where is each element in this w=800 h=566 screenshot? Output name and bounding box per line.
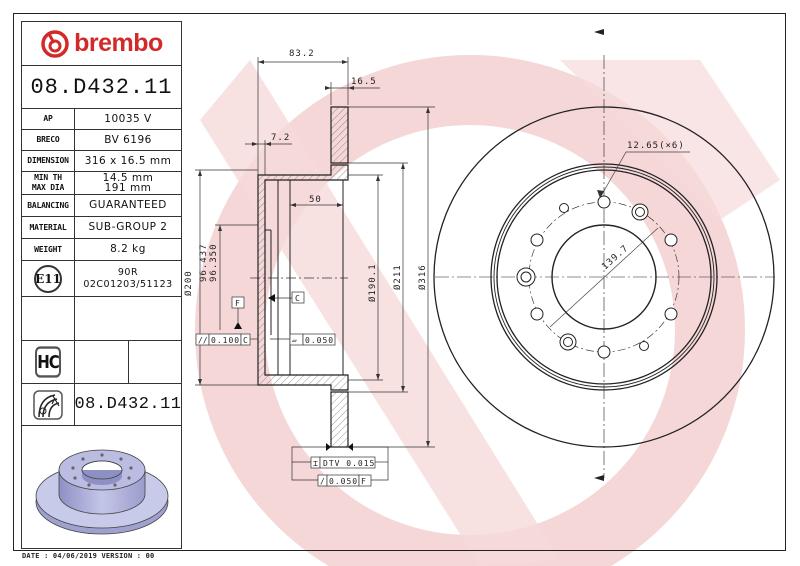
spec-table: brembo 08.D432.11 AP 10035 V BRECO BV 61… [13, 13, 182, 551]
e11-approval-icon: E11 [34, 264, 62, 293]
flatness-value: 0.050 [305, 336, 334, 345]
dim-dia-96-upper: 96.437 [199, 243, 209, 282]
brembo-logo-icon [41, 29, 69, 58]
datum-f: F [235, 299, 240, 308]
bolt-hole-callout: 12.65(×6) [627, 141, 685, 151]
flatness-symbol: ▱ [292, 336, 297, 345]
disc-3d-render [21, 425, 182, 549]
runout-symbol: / [320, 477, 325, 486]
disc-3d-image [35, 449, 168, 535]
brake-disc-icon [33, 389, 63, 420]
runout-value: 0.050 [329, 477, 358, 486]
footer-date-version: DATE : 04/06/2019 VERSION : 00 [22, 552, 155, 560]
spec-label-min-th: MIN TH [34, 173, 62, 182]
drawing-frame [13, 13, 786, 551]
approval-regulation: 90R [117, 266, 139, 278]
parallelism-value: 0.100 [211, 336, 240, 345]
approval-icon-cell: E11 [21, 260, 75, 297]
runout-datum: F [361, 477, 366, 486]
spec-value-max-dia: 191 mm [104, 182, 152, 194]
dim-hat-wall: 7.2 [271, 133, 290, 143]
dim-dia-200: Ø200 [183, 270, 194, 296]
dim-inner-depth: 50 [309, 195, 322, 205]
approval-number: 02C01203/51123 [83, 278, 173, 290]
part-number: 08.D432.11 [30, 74, 173, 100]
dim-dia-190: Ø190.1 [367, 263, 378, 302]
hc-icon: HC [35, 346, 61, 378]
parallelism-datum: C [243, 336, 248, 345]
disc-part-number: 08.D432.11 [74, 395, 182, 414]
parallelism-symbol: // [198, 336, 208, 345]
dim-thickness: 16.5 [351, 77, 377, 87]
spec-label-max-dia: MAX DIA [31, 183, 65, 192]
dtv-label: DTV 0.015 [323, 459, 375, 468]
dim-dia-316: Ø316 [417, 264, 428, 290]
brand-name: brembo [74, 29, 163, 57]
dim-dia-211: Ø211 [392, 264, 403, 290]
spec-value-min-th: 14.5 mm [102, 172, 154, 184]
pcd-dimension: 139.7 [600, 243, 631, 272]
dim-overall-height: 83.2 [289, 49, 315, 59]
datum-c: C [295, 294, 300, 303]
dim-dia-96-lower: 96.350 [209, 243, 219, 282]
dtv-symbol: ⌶ [313, 459, 318, 468]
